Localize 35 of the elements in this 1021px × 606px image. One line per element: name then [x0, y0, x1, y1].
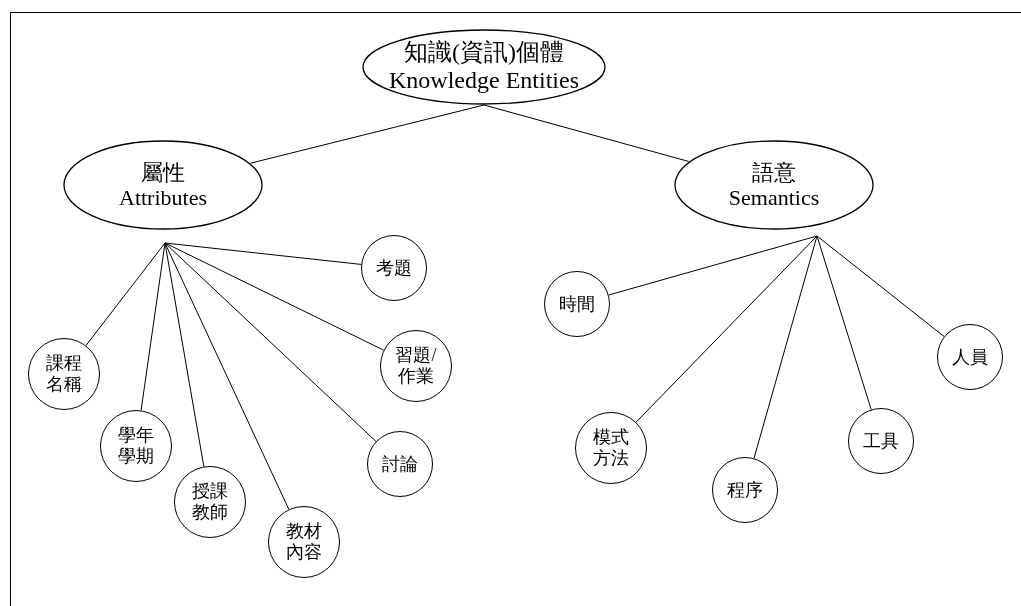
connector-line — [483, 104, 690, 162]
connector-line — [164, 242, 362, 265]
node-label: 授課教師 — [191, 481, 229, 523]
node-label: 人員 — [951, 346, 989, 368]
node-label: 考題 — [375, 257, 413, 279]
node-label: 討論 — [381, 453, 419, 475]
entity-ellipse — [674, 140, 874, 230]
node-label: 教材內容 — [285, 521, 323, 563]
connector-line — [608, 235, 818, 296]
connector-line — [816, 235, 872, 410]
entity-ellipse — [63, 140, 263, 230]
connector-line — [250, 104, 485, 164]
node-label: 時間 — [558, 293, 596, 315]
connector-line — [164, 242, 377, 442]
node-title: 語意 — [752, 159, 796, 185]
node-subtitle: Semantics — [728, 185, 820, 211]
connector-line — [164, 242, 205, 468]
node-label: 程序 — [726, 479, 764, 501]
node-subtitle: Knowledge Entities — [389, 67, 579, 95]
connector-line — [816, 235, 945, 338]
connector-line — [635, 235, 818, 423]
connector-line — [140, 242, 166, 411]
connector-line — [164, 242, 385, 351]
node-title: 屬性 — [141, 159, 185, 185]
connector-line — [164, 242, 290, 510]
node-label: 課程名稱 — [45, 353, 83, 395]
connector-line — [85, 242, 166, 346]
node-subtitle: Attributes — [119, 185, 207, 211]
entity-ellipse — [362, 29, 606, 105]
node-label: 習題/作業 — [394, 345, 438, 387]
node-label: 模式方法 — [592, 427, 630, 469]
node-label: 學年學期 — [117, 425, 155, 467]
node-title: 知識(資訊)個體 — [404, 39, 564, 67]
node-label: 工具 — [862, 430, 900, 452]
connector-line — [753, 235, 818, 459]
